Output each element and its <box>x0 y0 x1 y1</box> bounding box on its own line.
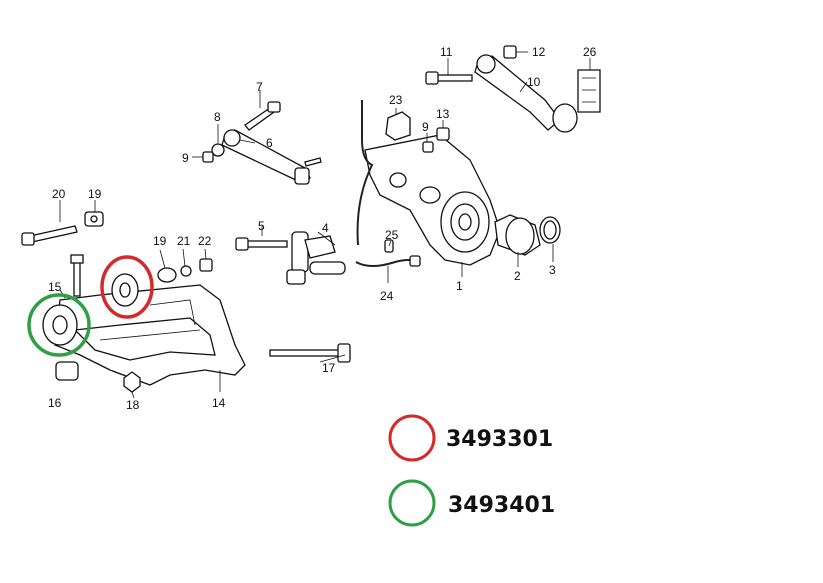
legend-red-ring <box>388 414 436 462</box>
callout-8: 8 <box>214 110 221 124</box>
nut-9-a <box>202 151 214 163</box>
bolt-stud-6 <box>304 157 322 167</box>
callout-9b: 9 <box>422 120 429 134</box>
callout-24: 24 <box>380 289 394 303</box>
callout-23: 23 <box>389 93 403 107</box>
callout-2: 2 <box>514 269 521 283</box>
wheel-carrier <box>364 134 501 266</box>
callout-3: 3 <box>549 263 556 277</box>
callout-7: 7 <box>256 80 263 94</box>
bolt-15 <box>70 254 84 297</box>
callout-25: 25 <box>385 228 399 242</box>
callout-10: 10 <box>527 75 541 89</box>
callout-11: 11 <box>440 45 453 59</box>
callout-4: 4 <box>322 221 329 235</box>
green-highlight-circle <box>27 293 91 357</box>
lower-control-arm <box>54 284 246 386</box>
callout-19b: 19 <box>153 234 167 248</box>
legend-red-part-number: 3493301 <box>446 427 553 452</box>
callout-5: 5 <box>258 219 265 233</box>
washer-8 <box>211 143 225 157</box>
bolt-11 <box>425 71 473 85</box>
callout-18: 18 <box>126 398 140 412</box>
callout-20: 20 <box>52 187 66 201</box>
callout-19a: 19 <box>88 187 102 201</box>
washer-21 <box>180 265 192 277</box>
nut-9-b <box>422 141 434 153</box>
callout-16: 16 <box>48 396 62 410</box>
legend-green-part-number: 3493401 <box>448 493 555 518</box>
upper-bushing <box>111 273 139 307</box>
callout-1: 1 <box>456 279 463 293</box>
callout-6: 6 <box>266 136 273 150</box>
bolt-20 <box>21 225 78 246</box>
callout-14: 14 <box>212 396 226 410</box>
washer-19-b <box>157 267 177 283</box>
upper-arm-10 <box>474 54 578 133</box>
rubber-stop <box>55 361 79 381</box>
bolt-7 <box>244 101 281 131</box>
callout-9a: 9 <box>182 151 189 165</box>
callout-15: 15 <box>48 280 62 294</box>
callout-26: 26 <box>583 45 597 59</box>
nut-18 <box>123 371 141 393</box>
callout-12: 12 <box>532 45 546 59</box>
long-bolt-17 <box>269 343 351 363</box>
washer-19-a <box>84 211 104 227</box>
front-bushing <box>42 304 78 346</box>
callout-17: 17 <box>322 361 336 375</box>
rubber-mount-23 <box>385 111 411 141</box>
bolt-5 <box>235 237 288 251</box>
abs-sensor-wire <box>355 100 421 267</box>
legend-green-ring <box>388 479 436 527</box>
callout-13: 13 <box>436 107 450 121</box>
legend: 3493301 3493401 <box>388 414 555 527</box>
nut-13 <box>436 127 450 141</box>
guide-rod-4 <box>286 231 346 285</box>
nut-12 <box>503 45 517 59</box>
clip-26 <box>577 69 601 113</box>
nut-22 <box>199 258 213 272</box>
callout-leaders <box>59 51 591 399</box>
upper-link-6 <box>221 129 311 185</box>
red-highlight-circle <box>100 255 154 319</box>
callout-22: 22 <box>198 234 212 248</box>
callout-21: 21 <box>177 234 191 248</box>
wheel-bearing-2 <box>494 214 541 256</box>
seal-ring-3 <box>539 216 561 244</box>
